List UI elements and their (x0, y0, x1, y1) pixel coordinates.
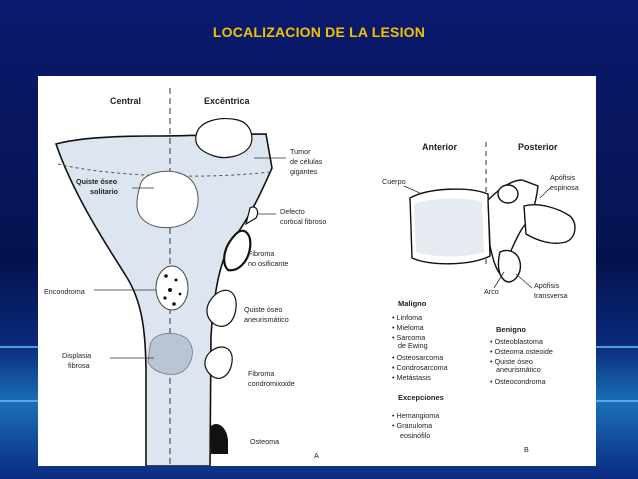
transverse-process (498, 250, 520, 282)
panel-letter-a: A (314, 451, 319, 460)
list-item: • Condrosarcoma (392, 363, 448, 372)
panel-letter-b: B (524, 445, 529, 454)
label-apofisis-transversa-2: transversa (534, 291, 568, 300)
label-cuerpo: Cuerpo (382, 177, 406, 186)
label-defecto-2: cortical fibroso (280, 217, 326, 226)
header-anterior: Anterior (422, 142, 458, 152)
label-tumor: Tumor (290, 147, 311, 156)
label-tumor-2: de células (290, 157, 323, 166)
diagram-svg: Central Excéntrica Tumor de células giga… (38, 76, 596, 466)
list-item: • Osteoblastoma (490, 337, 543, 346)
excepciones-list: • Hemangioma • Granuloma eosinófilo (392, 411, 439, 440)
label-apofisis-espinosa-2: espinosa (550, 183, 579, 192)
slide-title: LOCALIZACION DE LA LESION (0, 24, 638, 40)
bone-diagram: Central Excéntrica Tumor de células giga… (44, 88, 326, 466)
label-defecto: Defecto (280, 207, 305, 216)
label-quiste-aneur: Quiste óseo (244, 305, 282, 314)
diagram-figure: Central Excéntrica Tumor de células giga… (38, 76, 596, 466)
label-apofisis-espinosa: Apófisis (550, 173, 576, 182)
label-displasia-2: fibrosa (68, 361, 90, 370)
excepciones-title: Excepciones (398, 393, 444, 402)
label-apofisis-transversa: Apófisis (534, 281, 560, 290)
list-item: • Osteosarcoma (392, 353, 443, 362)
label-osteoma: Osteoma (250, 437, 279, 446)
list-item: • Granuloma (392, 421, 432, 430)
label-fibroma-no-osif-2: no osificante (248, 259, 288, 268)
list-item: • Metástasis (392, 373, 431, 382)
benigno-list: • Osteoblastoma • Osteoma osteoide • Qui… (490, 337, 553, 386)
lesion-osteoma (211, 424, 228, 454)
label-arco: Arco (484, 287, 499, 296)
label-quiste-aneur-2: aneurismático (244, 315, 289, 324)
vertebral-body-shade (414, 198, 484, 256)
header-excentrica: Excéntrica (204, 96, 251, 106)
maligno-title: Maligno (398, 299, 427, 308)
lesion-solitary-cyst (137, 171, 198, 227)
maligno-list: • Linfoma • Mieloma • Sarcoma de Ewing •… (392, 313, 448, 382)
header-central: Central (110, 96, 141, 106)
label-quiste-solitario-2: solitario (90, 187, 119, 196)
spinous-process (524, 205, 575, 244)
lesion-enchondroma (156, 266, 188, 310)
label-tumor-3: gigantes (290, 167, 318, 176)
list-item: eosinófilo (400, 431, 430, 440)
list-item: de Ewing (398, 341, 428, 350)
label-displasia: Displasia (62, 351, 91, 360)
label-quiste-solitario: Quiste óseo (76, 177, 118, 186)
list-item: aneurismático (496, 365, 541, 374)
superior-facet (498, 185, 518, 203)
lesion-fibrous-dysplasia (148, 333, 192, 374)
label-fibroma-no-osif: Fibroma (248, 249, 274, 258)
list-item: • Osteocondroma (490, 377, 546, 386)
lesion-giant-cell-tumor (196, 119, 252, 158)
list-item: • Hemangioma (392, 411, 439, 420)
header-posterior: Posterior (518, 142, 558, 152)
label-fibroma-condromix-2: condromixoide (248, 379, 295, 388)
list-item: • Linfoma (392, 313, 422, 322)
list-item: • Osteoma osteoide (490, 347, 553, 356)
list-item: • Mieloma (392, 323, 424, 332)
vertebra-diagram: Anterior Posterior Cuerpo Apófisis espin… (382, 142, 579, 454)
label-fibroma-condromix: Fibroma (248, 369, 274, 378)
benigno-title: Benigno (496, 325, 526, 334)
label-encondroma: Encondroma (44, 287, 85, 296)
